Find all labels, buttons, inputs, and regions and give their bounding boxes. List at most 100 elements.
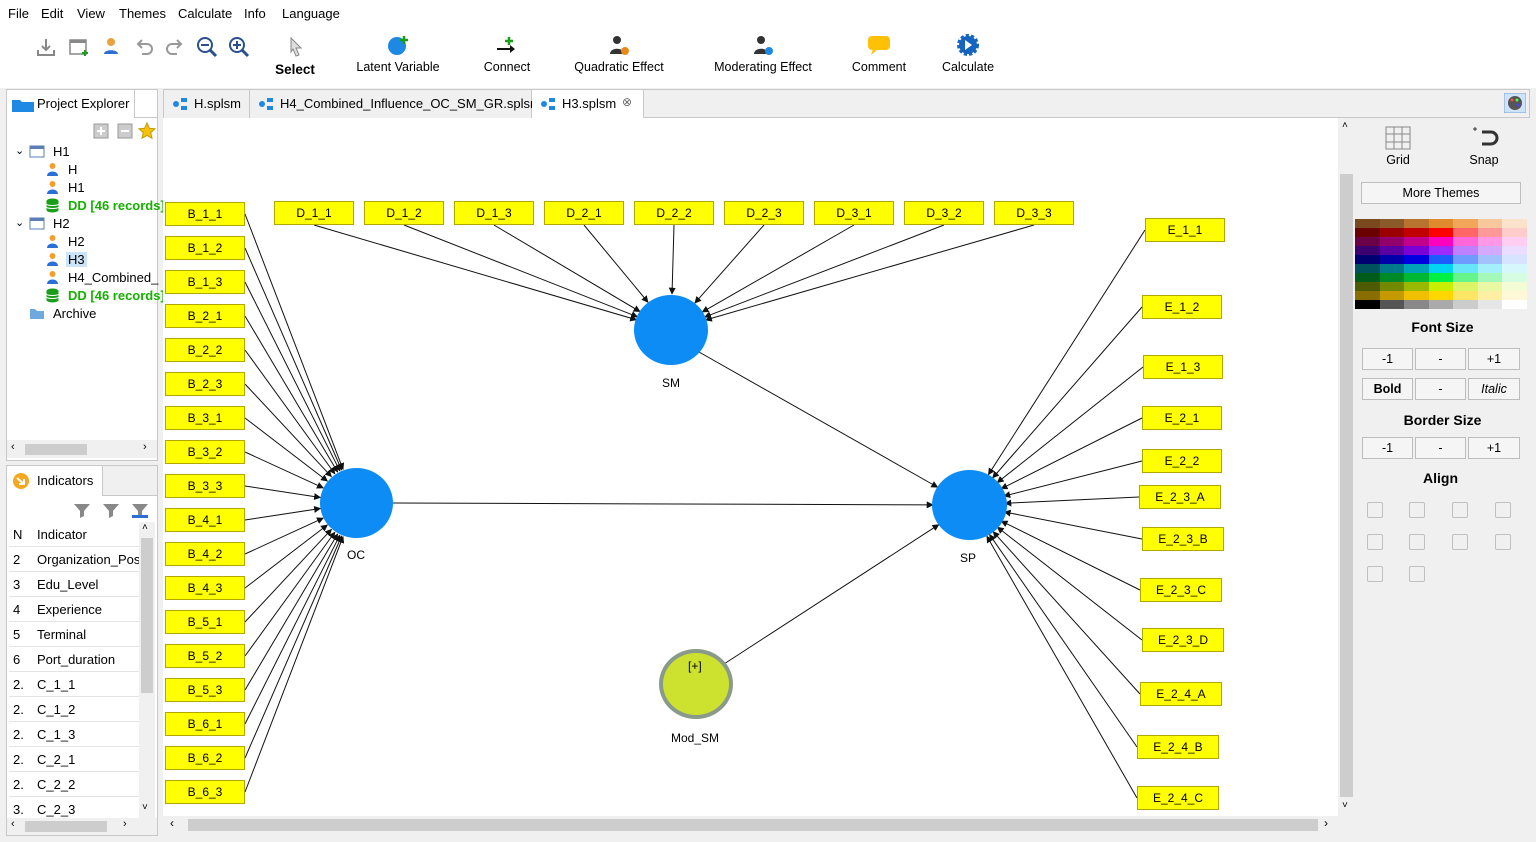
canvas-hscroll-thumb[interactable]: [188, 819, 1318, 831]
indicator-node-b[interactable]: B_5_1: [165, 610, 245, 634]
outer-loading-arrow[interactable]: [668, 224, 676, 295]
align-spread-icon[interactable]: [1495, 534, 1511, 550]
color-swatch[interactable]: [1404, 219, 1429, 228]
color-swatch[interactable]: [1477, 291, 1503, 300]
color-swatch[interactable]: [1502, 246, 1527, 255]
outer-loading-arrow[interactable]: [244, 505, 322, 521]
indicator-node-b[interactable]: B_5_2: [165, 644, 245, 668]
tab-h3-splsm[interactable]: H3.splsm ⊗: [532, 90, 644, 119]
comment-button[interactable]: Comment: [844, 34, 914, 74]
font-size-increase-button[interactable]: +1: [1468, 348, 1520, 370]
indicator-node-e[interactable]: E_2_2: [1142, 449, 1222, 473]
outer-loading-arrow[interactable]: [992, 531, 1141, 695]
outer-loading-arrow[interactable]: [403, 224, 639, 318]
color-swatch[interactable]: [1477, 273, 1503, 282]
color-swatch[interactable]: [1453, 246, 1478, 255]
palette-icon[interactable]: [1504, 93, 1526, 113]
color-swatch[interactable]: [1404, 255, 1429, 264]
color-swatch[interactable]: [1502, 300, 1527, 309]
outer-loading-arrow[interactable]: [244, 383, 332, 478]
scroll-up-icon[interactable]: ˄: [1342, 120, 1348, 131]
latent-variable-button[interactable]: Latent Variable: [350, 34, 446, 74]
indicator-node-b[interactable]: B_4_1: [165, 508, 245, 532]
menu-edit[interactable]: Edit: [41, 6, 64, 21]
font-size-decrease-button[interactable]: -1: [1362, 348, 1413, 370]
chevron-down-icon[interactable]: ⌄: [15, 217, 25, 229]
outer-loading-arrow[interactable]: [987, 229, 1146, 476]
zoom-in-icon[interactable]: [228, 36, 250, 58]
tab-h-splsm[interactable]: H.splsm: [164, 90, 250, 118]
color-swatch[interactable]: [1428, 264, 1454, 273]
color-swatch[interactable]: [1428, 219, 1454, 228]
scroll-left-icon[interactable]: ‹: [11, 441, 15, 453]
color-swatch[interactable]: [1379, 273, 1405, 282]
scroll-down-icon[interactable]: ˅: [142, 802, 148, 813]
color-swatch[interactable]: [1477, 228, 1503, 237]
indicator-node-b[interactable]: B_2_1: [165, 304, 245, 328]
outer-loading-arrow[interactable]: [244, 281, 341, 472]
indicator-node-b[interactable]: B_3_2: [165, 440, 245, 464]
color-swatch[interactable]: [1477, 255, 1503, 264]
chevron-down-icon[interactable]: ⌄: [15, 145, 25, 157]
indicator-node-d[interactable]: D_2_2: [634, 201, 714, 225]
menu-calculate[interactable]: Calculate: [178, 6, 233, 21]
outer-loading-arrow[interactable]: [583, 224, 649, 303]
indicator-node-b[interactable]: B_1_3: [165, 270, 245, 294]
indicator-node-e[interactable]: E_2_4_B: [1137, 735, 1219, 759]
indicators-vscroll-thumb[interactable]: [141, 538, 153, 693]
font-size-reset-button[interactable]: -: [1415, 348, 1466, 370]
indicator-node-d[interactable]: D_3_1: [814, 201, 894, 225]
scroll-right-icon[interactable]: ›: [143, 441, 147, 453]
color-swatch[interactable]: [1428, 291, 1454, 300]
color-swatch[interactable]: [1502, 282, 1527, 291]
color-swatch[interactable]: [1428, 282, 1454, 291]
filter-icon-2[interactable]: [102, 502, 120, 518]
indicator-node-e[interactable]: E_1_1: [1145, 218, 1225, 242]
color-swatch[interactable]: [1379, 228, 1405, 237]
indicator-node-b[interactable]: B_3_1: [165, 406, 245, 430]
color-swatch[interactable]: [1477, 219, 1503, 228]
color-swatch[interactable]: [1502, 255, 1527, 264]
color-swatch[interactable]: [1453, 282, 1478, 291]
tab-h4-combined[interactable]: H4_Combined_Influence_OC_SM_GR.splsm: [250, 90, 541, 118]
connect-button[interactable]: Connect: [475, 34, 539, 74]
indicator-node-d[interactable]: D_2_3: [724, 201, 804, 225]
path-mod-sm-to-sp[interactable]: [723, 524, 940, 665]
color-swatch[interactable]: [1477, 237, 1503, 246]
color-swatch[interactable]: [1404, 273, 1429, 282]
favorite-star-icon[interactable]: [138, 122, 156, 140]
indicator-node-e[interactable]: E_1_2: [1142, 295, 1222, 319]
color-swatch[interactable]: [1477, 264, 1503, 273]
color-swatch[interactable]: [1379, 255, 1405, 264]
canvas-vscroll[interactable]: ˄ ˅: [1338, 118, 1355, 816]
border-size-reset-button[interactable]: -: [1415, 437, 1466, 459]
path-sm-to-sp[interactable]: [698, 351, 939, 488]
color-swatch[interactable]: [1355, 291, 1380, 300]
zoom-out-icon[interactable]: [196, 36, 218, 58]
select-button[interactable]: Select: [270, 36, 320, 77]
color-swatch[interactable]: [1355, 255, 1380, 264]
outer-loading-arrow[interactable]: [703, 224, 945, 319]
outer-loading-arrow[interactable]: [244, 531, 336, 657]
snap-toggle[interactable]: Snap: [1461, 126, 1507, 167]
outer-loading-arrow[interactable]: [989, 533, 1138, 748]
color-swatch[interactable]: [1502, 237, 1527, 246]
indicators-hscroll-thumb[interactable]: [25, 821, 107, 832]
color-swatch[interactable]: [1428, 300, 1454, 309]
outer-loading-arrow[interactable]: [244, 524, 328, 589]
moderating-effect-button[interactable]: Moderating Effect: [706, 34, 820, 74]
menu-info[interactable]: Info: [244, 6, 266, 21]
outer-loading-arrow[interactable]: [704, 224, 1035, 322]
color-swatch[interactable]: [1477, 300, 1503, 309]
align-center-icon[interactable]: [1409, 534, 1425, 550]
outer-loading-arrow[interactable]: [244, 533, 339, 691]
indicator-node-b[interactable]: B_6_3: [165, 780, 245, 804]
color-swatch[interactable]: [1428, 228, 1454, 237]
outer-loading-arrow[interactable]: [244, 417, 328, 482]
color-swatch[interactable]: [1404, 300, 1429, 309]
